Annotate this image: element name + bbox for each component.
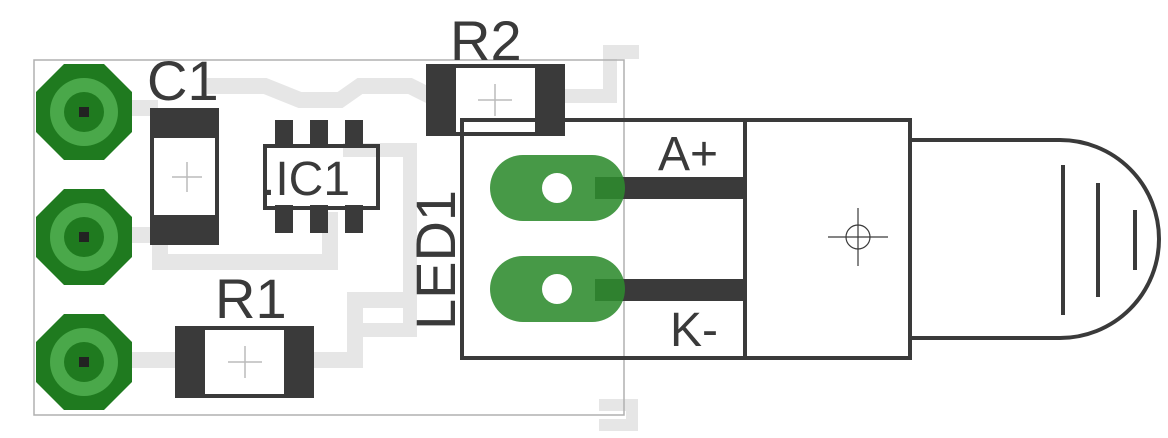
- led-pad-cathode: [490, 256, 625, 322]
- led-dome: [910, 138, 1161, 340]
- led1-footprint: [460, 118, 1161, 360]
- crosshair-circle: [845, 224, 871, 250]
- led-lead-anode: [595, 177, 745, 199]
- label-led1: LED1: [404, 190, 467, 330]
- label-r2: R2: [450, 9, 522, 72]
- resistor-r1: [175, 326, 314, 398]
- ic1-chip: [263, 120, 380, 233]
- crosshair-icon: [478, 84, 512, 116]
- header-pad-1: [36, 64, 132, 160]
- board-outline: [33, 59, 625, 416]
- label-cathode: K-: [670, 304, 718, 357]
- crosshair-icon: [228, 346, 262, 378]
- header-pad-3: [36, 314, 132, 410]
- led-lead-cathode: [595, 279, 745, 301]
- trace-top: [122, 78, 441, 116]
- crosshair-icon: [828, 208, 888, 266]
- led-body-rect: [743, 118, 912, 360]
- label-r1: R1: [215, 267, 287, 330]
- header-pad-2: [36, 189, 132, 285]
- label-ic1: .IC1: [262, 153, 350, 206]
- resistor-r2: [426, 64, 565, 136]
- label-c1: C1: [147, 49, 219, 112]
- led-pad-anode: [490, 155, 625, 221]
- crosshair-icon: [172, 162, 202, 192]
- trace-bottom: [599, 399, 638, 431]
- label-anode: A+: [658, 128, 718, 181]
- trace-r2-right: [558, 45, 639, 103]
- capacitor-c1: [150, 108, 219, 245]
